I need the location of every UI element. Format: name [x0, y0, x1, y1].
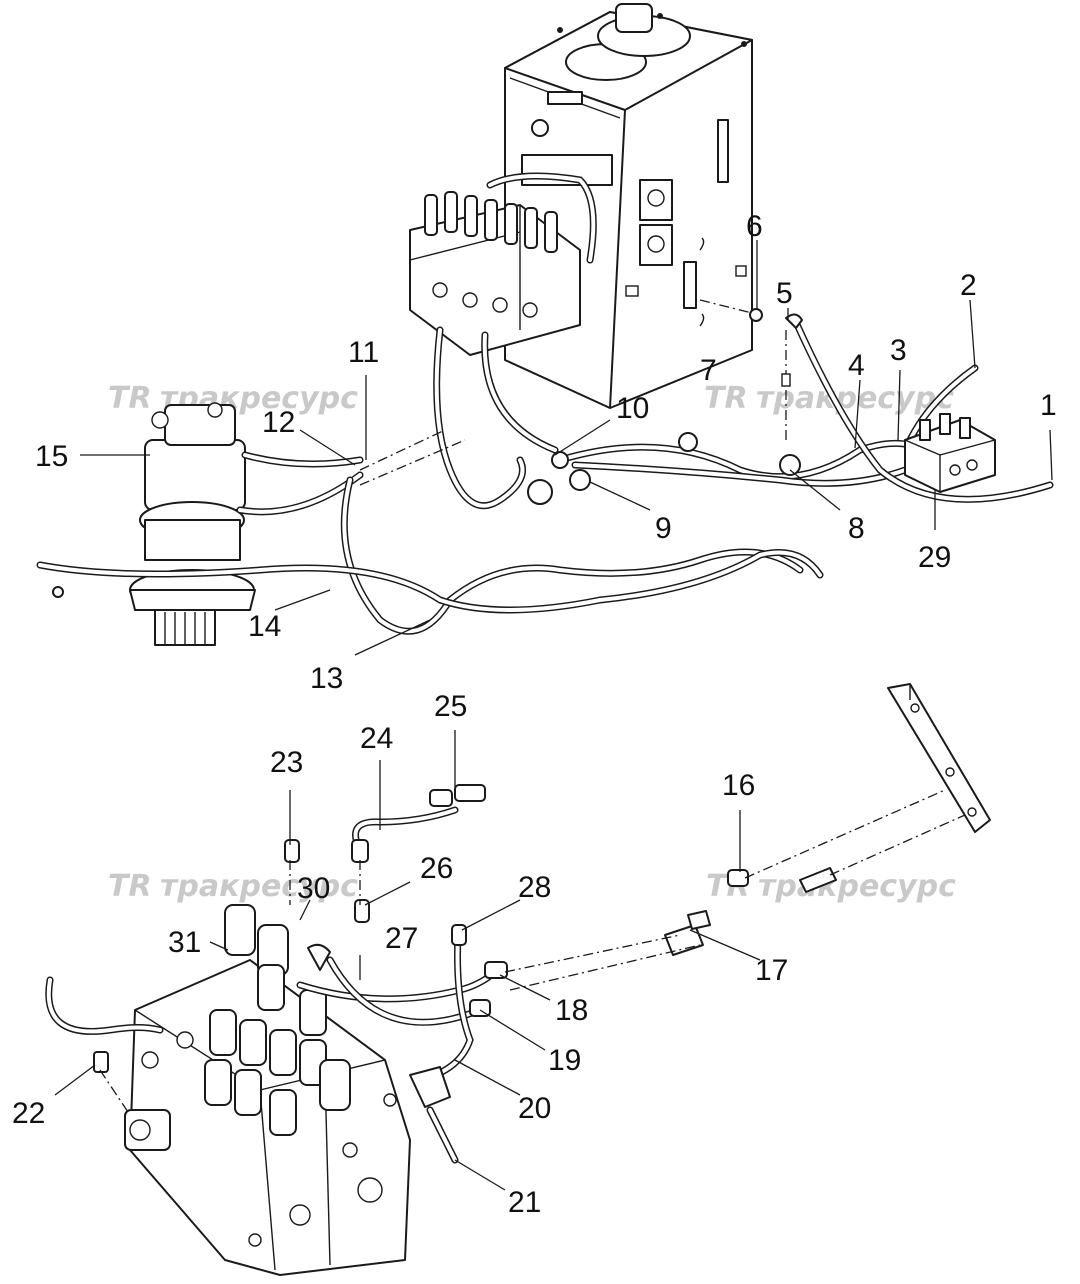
hoses-top: [36, 316, 1054, 635]
callout-30: 30: [297, 872, 330, 905]
callout-labels: 1 2 3 4 5 6 7 8 9 10 11 12 13 14 15 16 1…: [12, 210, 1057, 1219]
watermark-right-top: TR тракресурс: [704, 381, 954, 416]
callout-8: 8: [848, 512, 865, 545]
hydraulic-tank: [504, 3, 753, 409]
watermark-logo: TR: [108, 869, 152, 904]
manifold-block: [904, 413, 996, 493]
bracket-bar: [887, 683, 991, 833]
valve-caps: [204, 904, 351, 1136]
swing-motor: [129, 402, 256, 646]
valve-spools: [424, 191, 558, 253]
callout-21: 21: [508, 1186, 541, 1219]
callout-4: 4: [848, 349, 865, 382]
callout-13: 13: [310, 662, 343, 695]
hoses-bottom: [45, 784, 508, 1164]
callout-16: 16: [722, 769, 755, 802]
watermark-brand: тракресурс: [160, 869, 358, 904]
callout-26: 26: [420, 852, 453, 885]
fittings-5-6-7: [699, 299, 803, 440]
control-valve-bottom: [124, 904, 411, 1276]
watermark-logo: TR: [108, 381, 152, 416]
callout-12: 12: [262, 406, 295, 439]
callout-3: 3: [890, 334, 907, 367]
callout-24: 24: [360, 722, 393, 755]
watermark-brand: тракресурс: [758, 869, 956, 904]
callout-31: 31: [168, 926, 201, 959]
link-lines-top: [359, 429, 466, 486]
fittings-16-17: [99, 789, 966, 1116]
callout-23: 23: [270, 746, 303, 779]
control-valve-top: [409, 172, 597, 356]
callout-2: 2: [960, 269, 977, 302]
callout-14: 14: [248, 610, 281, 643]
watermark-brand: тракресурс: [756, 381, 954, 416]
callout-7: 7: [700, 354, 717, 387]
callout-17: 17: [755, 954, 788, 987]
callout-29: 29: [918, 541, 951, 574]
callout-leaders: [54, 240, 1053, 1191]
callout-25: 25: [434, 690, 467, 723]
callout-15: 15: [35, 440, 68, 473]
callout-18: 18: [555, 994, 588, 1027]
callout-19: 19: [548, 1044, 581, 1077]
watermark-left-bottom: TR тракресурс: [108, 869, 358, 904]
callout-1: 1: [1040, 389, 1057, 422]
watermark-logo: TR: [704, 381, 748, 416]
callout-20: 20: [518, 1092, 551, 1125]
callout-28: 28: [518, 871, 551, 904]
callout-9: 9: [655, 512, 672, 545]
callout-11: 11: [348, 336, 379, 369]
callout-5: 5: [776, 277, 793, 310]
callout-22: 22: [12, 1097, 45, 1130]
callout-27: 27: [385, 922, 418, 955]
callout-6: 6: [746, 210, 763, 243]
callout-10: 10: [616, 392, 649, 425]
